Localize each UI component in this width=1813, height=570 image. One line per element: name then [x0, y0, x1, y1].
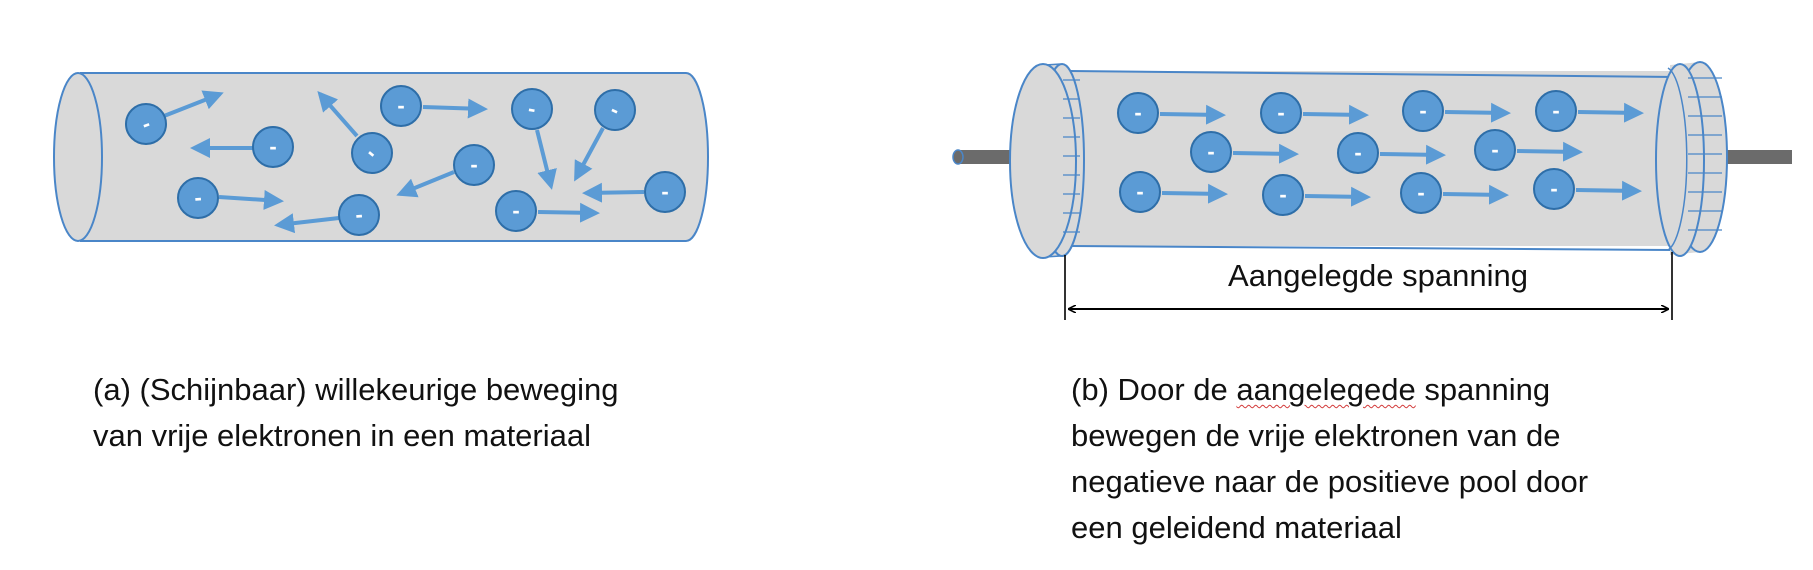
- electron: -: [1474, 129, 1516, 171]
- spellcheck-underlined-word: aangelegede: [1236, 372, 1416, 407]
- electron-sign: -: [1279, 182, 1286, 207]
- electron: -: [1190, 131, 1232, 173]
- electron-sign: -: [1134, 100, 1141, 125]
- electron: -: [1402, 90, 1444, 132]
- caption-a-line-1: (a) (Schijnbaar) willekeurige beweging: [93, 372, 619, 407]
- electron-sign: -: [661, 179, 668, 204]
- right-end-cap: [1655, 61, 1728, 257]
- caption-a: (a) (Schijnbaar) willekeurige beweging v…: [93, 367, 619, 459]
- caption-b-line-3: negatieve naar de positieve pool door: [1071, 464, 1589, 499]
- electron: -: [1117, 92, 1159, 134]
- electron-sign: -: [1552, 98, 1559, 123]
- electron-sign: -: [1491, 137, 1498, 162]
- motion-arrow: [537, 202, 600, 223]
- arrows-a: [163, 90, 645, 234]
- motion-arrow: [535, 129, 557, 190]
- panel-b: - - - - - - - - - - - Aangelegde spanning: [952, 61, 1792, 320]
- electron-sign: -: [1277, 100, 1284, 125]
- electron: -: [1337, 132, 1379, 174]
- motion-arrow: [574, 127, 605, 182]
- motion-arrow: [1232, 143, 1299, 164]
- motion-arrow: [218, 189, 284, 210]
- electron-sign: -: [526, 96, 538, 122]
- electron: -: [1535, 90, 1577, 132]
- motion-arrow: [1442, 184, 1509, 205]
- motion-arrow: [1575, 180, 1642, 201]
- caption-b-line-1-end: spanning: [1415, 372, 1551, 407]
- electron-sign: -: [1419, 98, 1426, 123]
- caption-b: (b) Door de aangelegede spanning bewegen…: [1071, 367, 1588, 551]
- electron-sign: -: [1354, 140, 1361, 165]
- electron-sign: -: [1136, 179, 1143, 204]
- motion-arrow: [1379, 144, 1446, 165]
- electrons-a: -----------: [125, 85, 686, 236]
- electron: -: [177, 177, 219, 219]
- electron-sign: -: [1550, 176, 1557, 201]
- caption-a-line-2: van vrije elektronen in een materiaal: [93, 418, 591, 453]
- electron: -: [1262, 174, 1304, 216]
- electron-sign: -: [470, 152, 477, 177]
- motion-arrow: [274, 213, 340, 234]
- electron: -: [594, 89, 636, 131]
- motion-arrow: [396, 170, 455, 198]
- motion-arrow: [582, 182, 645, 203]
- electron: -: [1533, 168, 1575, 210]
- motion-arrow: [1516, 141, 1583, 162]
- motion-arrow: [1444, 102, 1511, 123]
- electron: -: [125, 103, 167, 145]
- caption-b-line-4: een geleidend materiaal: [1071, 510, 1402, 545]
- electron-sign: -: [1417, 180, 1424, 205]
- caption-b-line-1-start: (b) Door de: [1071, 372, 1237, 407]
- electron-sign: -: [193, 185, 202, 211]
- electron-sign: -: [512, 198, 519, 223]
- motion-arrow: [317, 90, 359, 138]
- motion-arrow: [163, 90, 224, 118]
- motion-arrow: [1159, 104, 1226, 125]
- electron: -: [338, 194, 380, 236]
- panel-a: -----------: [53, 72, 709, 242]
- electron: -: [252, 126, 294, 168]
- motion-arrow: [1577, 102, 1644, 123]
- electron-sign: -: [269, 134, 276, 159]
- electron: -: [1400, 172, 1442, 214]
- arrows-b: [1159, 102, 1644, 207]
- voltage-dimension: Aangelegde spanning: [1064, 252, 1673, 320]
- motion-arrow: [422, 98, 488, 119]
- electron-sign: -: [1207, 139, 1214, 164]
- motion-arrow: [1161, 183, 1228, 204]
- motion-arrow: [1302, 104, 1369, 125]
- electron: -: [644, 171, 686, 213]
- electron: -: [380, 85, 422, 127]
- electron: -: [495, 190, 537, 232]
- electron: -: [453, 144, 495, 186]
- right-electrode-rod: [1710, 150, 1792, 164]
- dimension-label: Aangelegde spanning: [1228, 258, 1528, 293]
- electron: -: [511, 88, 553, 130]
- electron: -: [1260, 92, 1302, 134]
- electron: -: [1119, 171, 1161, 213]
- caption-b-line-2: bewegen de vrije elektronen van de: [1071, 418, 1561, 453]
- electrons-b: - - - - - - - - - - -: [1117, 90, 1577, 216]
- electron-sign: -: [397, 93, 404, 118]
- electron-sign: -: [354, 202, 363, 228]
- caption-b-line-1: (b) Door de aangelegede spanning: [1071, 367, 1588, 413]
- motion-arrow: [1304, 186, 1371, 207]
- left-end-cap: [1009, 63, 1085, 259]
- electron: -: [351, 132, 393, 174]
